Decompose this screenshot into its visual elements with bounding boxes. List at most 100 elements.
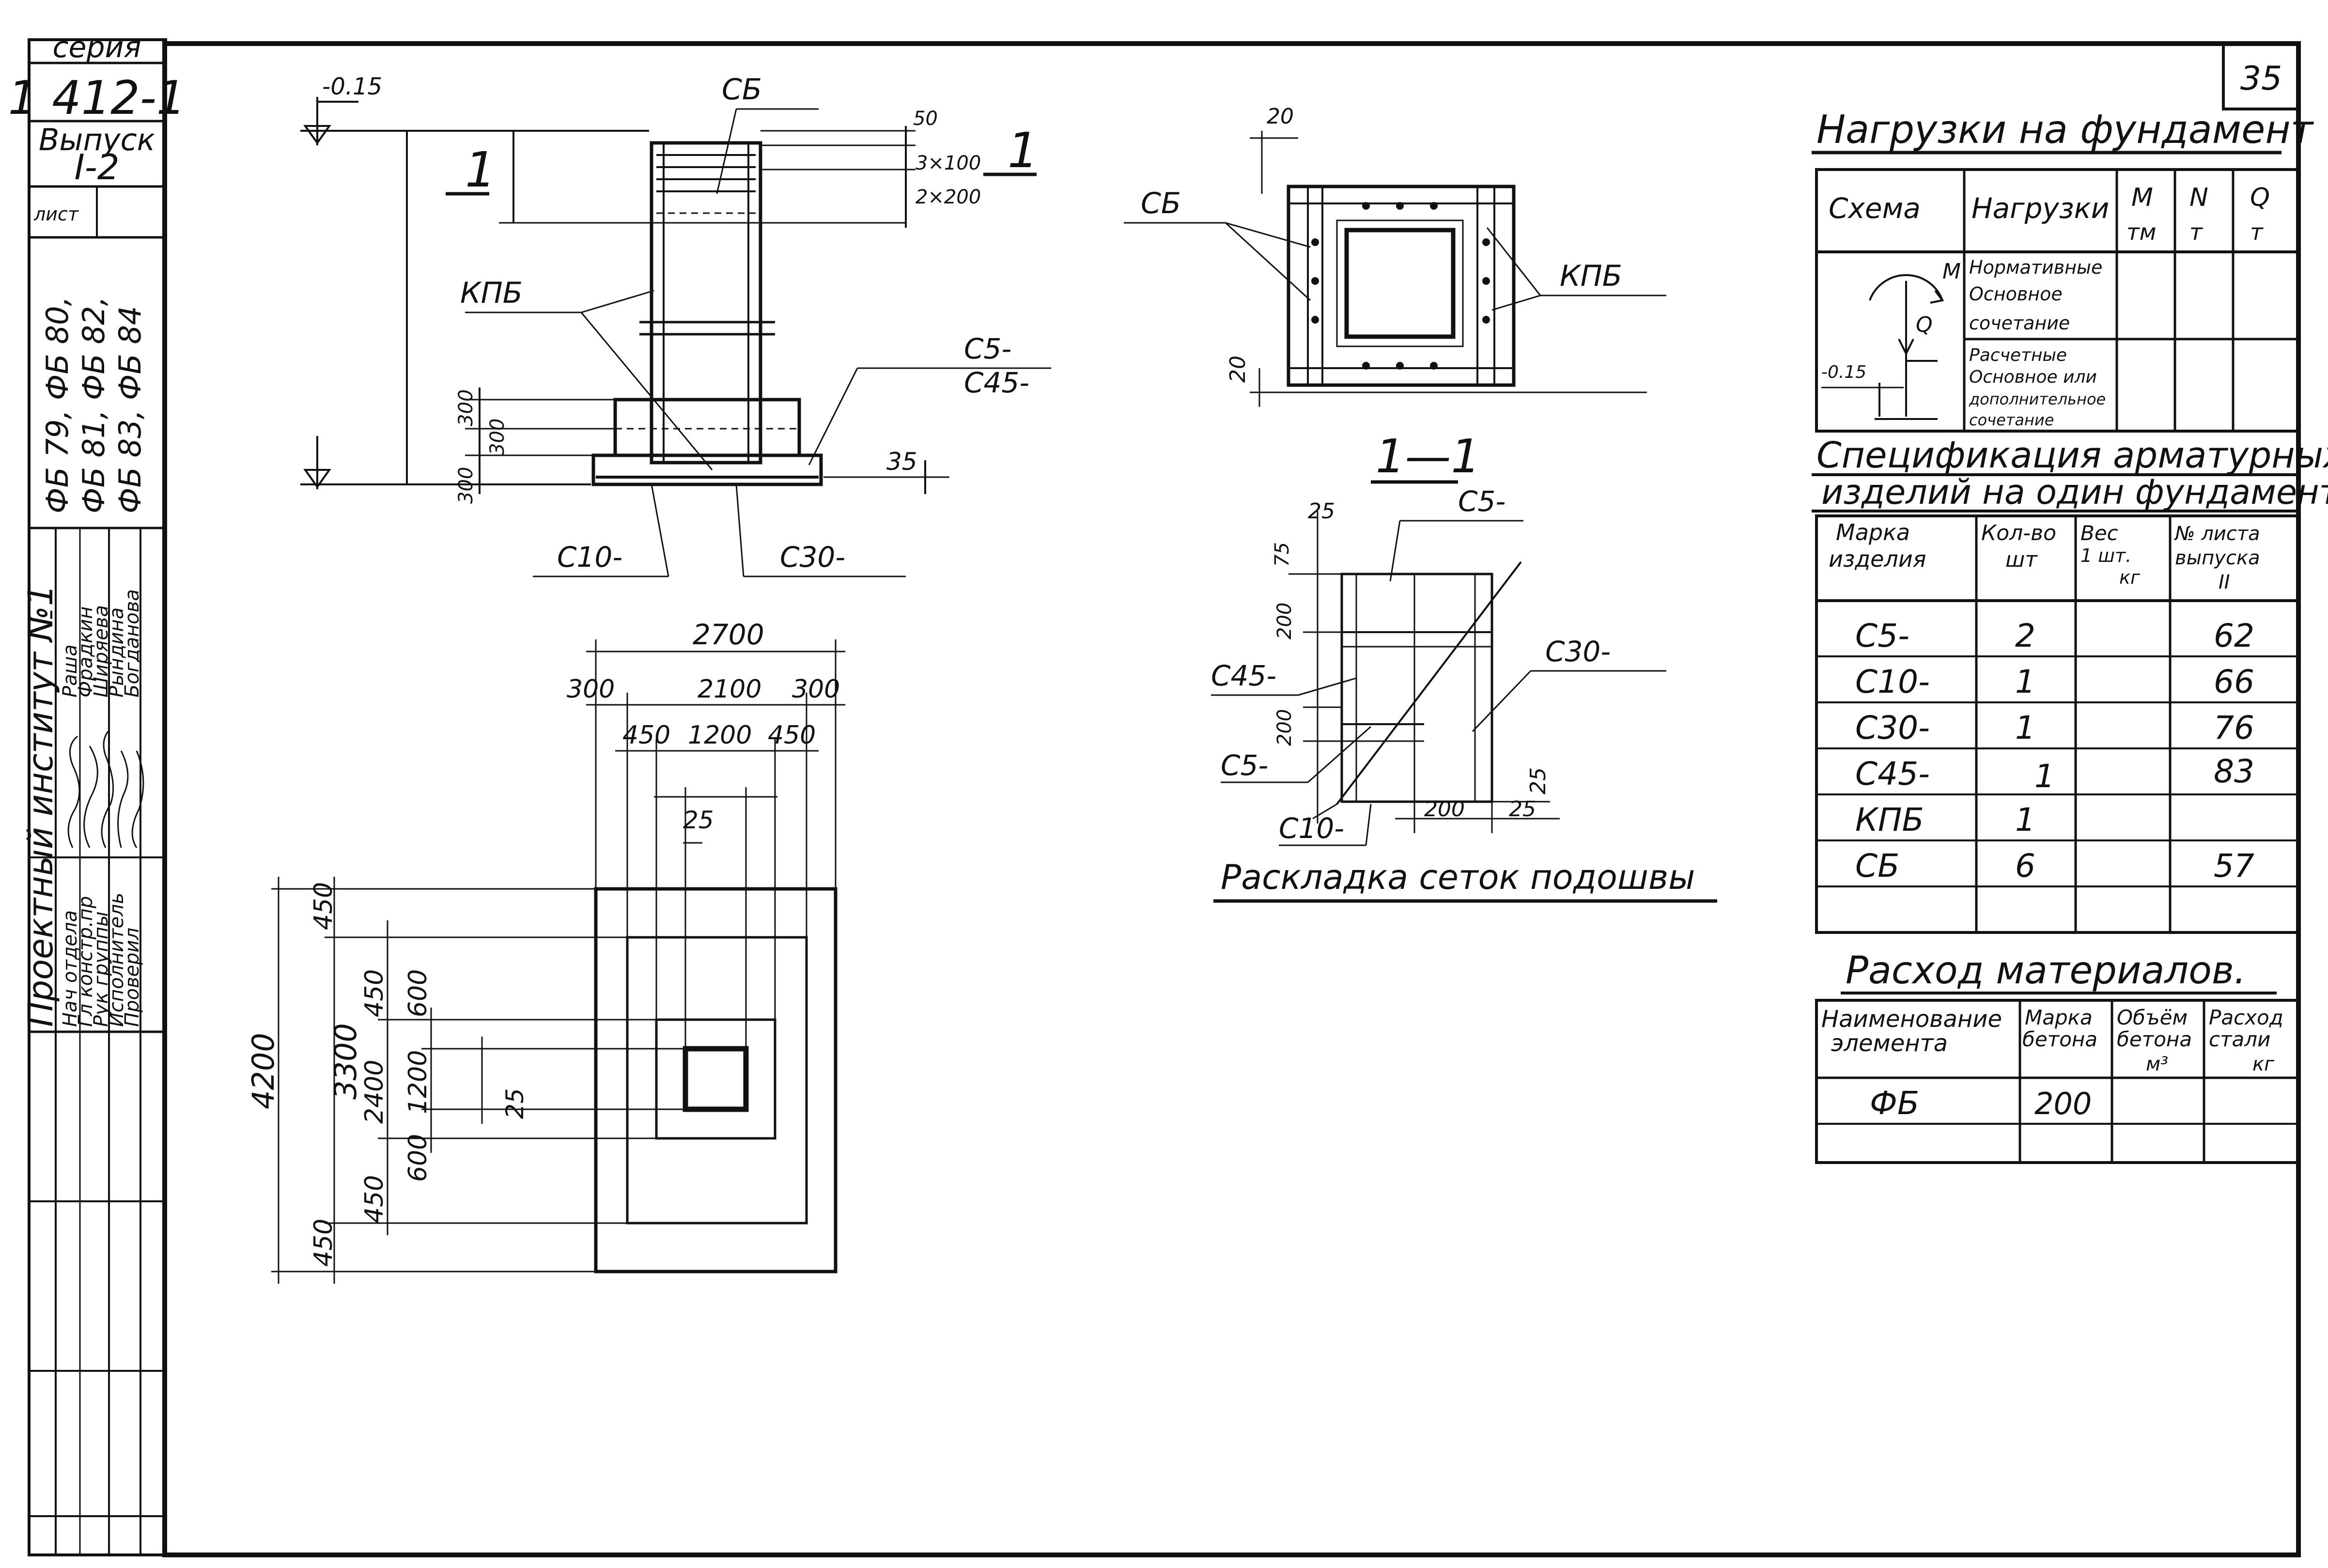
spec-row-2-sheet: 66: [2214, 663, 2254, 700]
dim-side-35: 35: [886, 448, 917, 476]
stamp-name-2: Фрадкин: [75, 606, 97, 698]
scheme-label-q: Q: [1916, 312, 1933, 337]
s11-caption: Раскладка сеток подошвы: [1221, 857, 1695, 897]
page-number: 35: [2240, 60, 2282, 98]
s11-dim-25-bottom: 25: [1509, 797, 1536, 822]
spec-header-mark-2: изделия: [1829, 546, 1926, 572]
spec-row-6-mark: СБ: [1855, 847, 1899, 885]
page-number-box: 35: [2222, 42, 2300, 110]
loads-header-n: N: [2189, 183, 2208, 212]
s11-label-c5-top: С5-: [1458, 485, 1505, 518]
scheme-label-m: M: [1942, 259, 1961, 284]
loads-scheme-sketch: M Q -0.15: [1821, 259, 1961, 420]
spec-row-3-mark: С30-: [1855, 709, 1930, 746]
label-c5-elevation: С5-: [964, 332, 1011, 365]
materials-header-name-1: Наименование: [1821, 1006, 2002, 1033]
s11-label-c10: С10-: [1279, 812, 1344, 845]
materials-header-volume-1: Объём: [2117, 1006, 2188, 1029]
loads-row1-line3: сочетание: [1969, 312, 2070, 334]
stamp-marks-line1: ФБ 79, ФБ 80,: [40, 296, 75, 513]
spec-row-1-qty: 2: [2015, 617, 2035, 654]
stamp-issue-number: I-2: [74, 147, 119, 187]
spec-header-weight-1: Вес: [2080, 521, 2118, 545]
plan-dim-600-top: 600: [404, 969, 433, 1017]
plan-dim-2700: 2700: [693, 618, 764, 651]
loads-row2-line2: Основное или: [1969, 367, 2097, 387]
plan-dim-25-left: 25: [501, 1088, 529, 1119]
plan-dim-1200: 1200: [688, 721, 752, 750]
s11-dim-75: 75: [1271, 542, 1293, 567]
spec-row-5-qty: 1: [2015, 801, 2035, 838]
label-sb-elevation: СБ: [722, 73, 762, 107]
loads-header-q: Q: [2250, 183, 2270, 212]
signatures: [67, 731, 144, 848]
plan-dim-300-left: 300: [567, 675, 615, 704]
materials-header-steel-1: Расход: [2209, 1006, 2283, 1029]
label-c30-elevation: С30-: [780, 541, 845, 574]
spec-row-2-mark: С10-: [1855, 663, 1930, 700]
dim-step-2: 300: [486, 419, 509, 455]
loads-table: Нагрузки на фундамент Схема Нагрузки M т…: [1812, 107, 2314, 433]
plan-dim-450-right: 450: [768, 721, 816, 750]
stamp-name-1: Раша: [59, 644, 81, 698]
foundation-elevation: -0.15 1 50 3×100 2×200 1 300 300 300 35: [300, 73, 1051, 577]
plan-dim-bottom: 20: [1226, 356, 1250, 383]
spec-row: С45- 1 83: [1855, 753, 2254, 795]
spec-row: КПБ 1: [1855, 801, 2035, 838]
spec-header-weight-2: 1 шт.: [2080, 545, 2131, 566]
plan-dim-450-4: 450: [309, 1219, 338, 1267]
spec-header-weight-3: кг: [2119, 567, 2141, 588]
stamp-marks-line3: ФБ 83, ФБ 84: [112, 306, 148, 513]
spec-header-qty-2: шт: [2005, 547, 2038, 572]
stamp-series-number: 1 412-1: [8, 72, 186, 125]
s11-label-c30: С30-: [1545, 635, 1611, 668]
stamp-marks-line2: ФБ 81, ФБ 82,: [76, 296, 111, 513]
loads-row1-line2: Основное: [1969, 283, 2063, 305]
loads-header-loads: Нагрузки: [1971, 192, 2109, 225]
stamp-role-3: Рук группы: [90, 911, 112, 1027]
materials-title: Расход материалов.: [1846, 949, 2246, 993]
spec-row-4-mark: С45-: [1855, 755, 1930, 792]
plan-dim-25-top: 25: [683, 806, 714, 834]
dim-top-3x100: 3×100: [916, 152, 981, 174]
loads-row1-line1: Нормативные: [1969, 257, 2102, 278]
s11-dim-25-right: 25: [1526, 767, 1551, 794]
spec-row-3-qty: 1: [2015, 709, 2035, 746]
materials-table: Расход материалов. Наименование элемента…: [1815, 949, 2300, 1164]
s11-dim-200c: 200: [1424, 797, 1465, 822]
spec-header-sheet-3: II: [2219, 571, 2230, 593]
spec-header-sheet-1: № листа: [2174, 523, 2260, 545]
spec-row-5-mark: КПБ: [1855, 801, 1924, 838]
plan-dim-450-left: 450: [622, 721, 670, 750]
stamp-name-3: Ширяева: [90, 605, 112, 698]
materials-header-grade-1: Марка: [2025, 1006, 2093, 1029]
spec-row-4-qty: 1: [2034, 758, 2055, 795]
s11-label-c45: С45-: [1211, 659, 1276, 692]
s11-label-c5-bottom: С5-: [1221, 749, 1268, 782]
materials-header-steel-2: стали: [2209, 1027, 2270, 1051]
stamp-role-5: Проверил: [121, 928, 143, 1027]
loads-header-scheme: Схема: [1829, 192, 1921, 225]
label-kpb-elevation: КПБ: [460, 276, 523, 310]
spec-table: Спецификация арматурных изделий на один …: [1812, 435, 2328, 934]
section-1-1: 1—1 25 75 200 200 200 25 25 С5- С45-: [1211, 430, 1717, 903]
stamp-name-5: Богданова: [121, 589, 143, 698]
section-title: 1—1: [1376, 430, 1480, 483]
materials-row-1-element: ФБ: [1870, 1085, 1919, 1122]
spec-header-qty-1: Кол-во: [1981, 521, 2056, 545]
spec-row: С10- 1 66: [1855, 663, 2254, 700]
loads-header-q-unit: т: [2250, 219, 2264, 245]
spec-row-4-sheet: 83: [2214, 753, 2254, 790]
spec-row-3-sheet: 76: [2214, 709, 2254, 746]
s11-dim-200a: 200: [1273, 603, 1296, 639]
spec-header-sheet-2: выпуска: [2175, 547, 2260, 569]
spec-row-6-sheet: 57: [2214, 847, 2254, 885]
spec-row: С5- 2 62: [1855, 617, 2254, 654]
dim-top-50: 50: [913, 108, 938, 130]
plan-dim-300-right: 300: [792, 675, 840, 704]
stamp-issue-label: Выпуск: [39, 122, 155, 157]
s11-dim-200b: 200: [1273, 709, 1296, 746]
plan-dim-3300: 3300: [328, 1023, 363, 1100]
plan-dim-450-3: 450: [360, 1175, 389, 1223]
title-stamp: серия 1 412-1 Выпуск I-2 лист ФБ 79, ФБ …: [8, 31, 186, 1555]
